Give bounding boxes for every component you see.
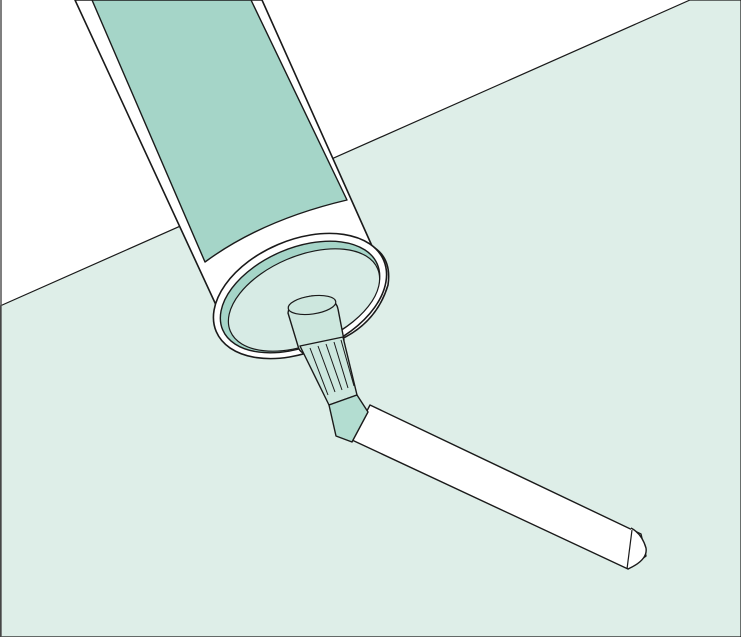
caulking-illustration (0, 0, 741, 637)
illustration-canvas (0, 0, 741, 637)
